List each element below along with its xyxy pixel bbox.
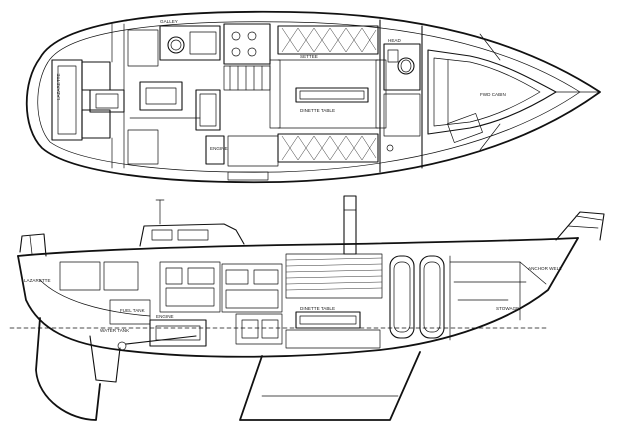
plan-head — [383, 43, 421, 91]
plan-view: GALLEY DINETTE TABLE HEAD LAZARETTE ENGI… — [25, 10, 601, 184]
profile-cabin-house — [139, 223, 245, 247]
profile-label-fuel-tank: FUEL TANK — [120, 308, 146, 313]
plan-aft-cockpit — [51, 59, 83, 141]
profile-skeg — [89, 335, 121, 383]
plan-sink — [167, 36, 185, 54]
profile-stern-pulpit — [19, 233, 47, 257]
profile-label-engine: ENGINE — [156, 314, 174, 319]
profile-rudder — [35, 317, 101, 421]
profile-bow-pulpit — [555, 211, 605, 241]
plan-aft-seat — [81, 61, 111, 91]
profile-label-water-tank: WATER TANK — [100, 328, 130, 333]
profile-mast — [343, 195, 357, 255]
profile-engine — [149, 319, 207, 347]
plan-galley — [159, 25, 221, 61]
plan-label-lazarette: LAZARETTE — [56, 73, 61, 100]
plan-hull-outline — [25, 10, 601, 184]
profile-label-dinette-table: DINETTE TABLE — [300, 306, 335, 311]
profile-hull — [17, 237, 579, 358]
plan-label-galley: GALLEY — [160, 19, 178, 24]
profile-door-1 — [389, 255, 415, 339]
plan-label-settee: SETTEE — [300, 54, 318, 59]
profile-label-lazarette: LAZARETTE — [24, 278, 51, 283]
plan-hull-inner — [37, 21, 581, 173]
plan-label-engine: ENGINE — [210, 146, 228, 151]
profile-deck-line — [17, 237, 579, 257]
profile-label-anchor-well: ANCHOR WELL — [528, 266, 562, 271]
profile-dinette-table — [295, 311, 361, 329]
plan-label-fwd-cabin: FWD CABIN — [480, 92, 506, 97]
plan-label-dinette-table: DINETTE TABLE — [300, 108, 335, 113]
profile-door-2 — [419, 255, 445, 339]
profile-keel — [239, 351, 421, 421]
plan-dinette-table — [295, 87, 369, 103]
profile-label-stowage: STOWAGE — [496, 306, 519, 311]
plan-label-head: HEAD — [388, 38, 401, 43]
plan-settee-port — [277, 25, 379, 55]
profile-saloon — [285, 253, 383, 299]
plan-settee-stbd — [277, 133, 379, 163]
profile-view: LAZARETTE ENGINE DINETTE TABLE ANCHOR WE… — [9, 195, 605, 421]
